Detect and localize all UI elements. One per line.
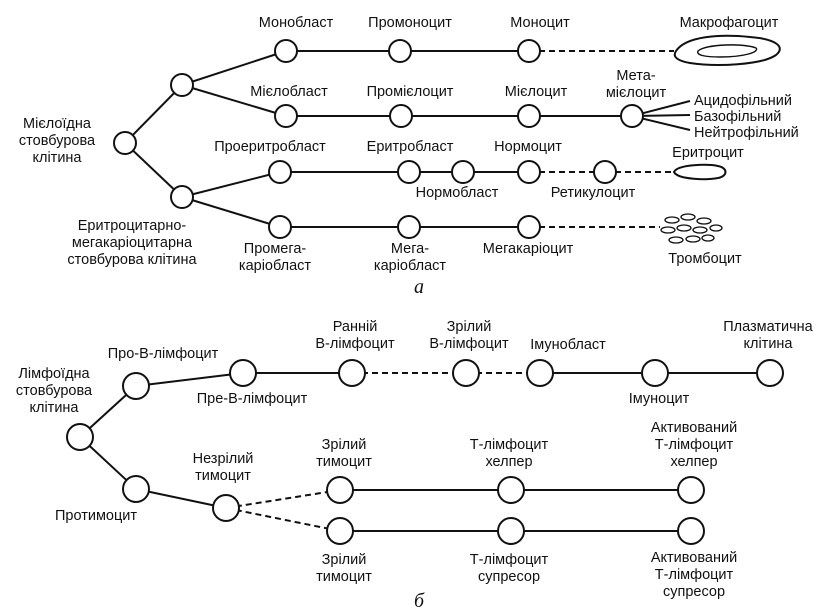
- panel-a-label: а: [414, 276, 424, 298]
- label-erythroblast: Еритробласт: [367, 139, 454, 155]
- label-normoblast: Нормобласт: [416, 185, 499, 201]
- node-myeloblast: [274, 104, 298, 128]
- node-t-helper: [497, 476, 525, 504]
- node-metamyelocyte: [620, 104, 644, 128]
- label-promyelocyte: Промієлоцит: [367, 84, 454, 100]
- label-erythrocyte: Еритроцит: [672, 145, 744, 161]
- node-erythromega-stem: [170, 185, 194, 209]
- erythrocyte-icon: [672, 163, 727, 181]
- thrombocyte-icon: [660, 213, 723, 244]
- macrophage-icon: [673, 34, 781, 66]
- label-promonocyte: Промоноцит: [368, 15, 452, 31]
- edge-immature-to-mature1: [225, 489, 341, 509]
- node-normoblast: [451, 160, 475, 184]
- node-proerythroblast: [268, 160, 292, 184]
- label-myeloblast: Мієлобласт: [250, 84, 328, 100]
- node-immunoblast: [526, 359, 554, 387]
- label-monoblast: Монобласт: [259, 15, 334, 31]
- panel-b-nodes: [66, 359, 784, 545]
- node-promonocyte: [388, 39, 412, 63]
- node-prothymocyte: [122, 475, 150, 503]
- label-neutrophilic: Нейтрофільний: [694, 125, 799, 141]
- node-erythroblast: [397, 160, 421, 184]
- label-immunoblast: Імунобласт: [530, 337, 606, 353]
- edge-immature-to-mature2: [225, 507, 341, 532]
- edge-myeloid-to-erythromega: [124, 142, 183, 198]
- node-lymphoid-stem: [66, 423, 94, 451]
- label-myelocyte: Мієлоцит: [505, 84, 568, 100]
- label-monocyte: Моноцит: [510, 15, 570, 31]
- edge-prob-to-preb: [135, 372, 244, 387]
- node-mature-thymocyte-1: [326, 476, 354, 504]
- label-pre-b: Пре-В-лімфоцит: [197, 391, 308, 407]
- label-macrophage: Макрофагоцит: [680, 15, 779, 31]
- panel-b-label: б: [414, 590, 425, 612]
- node-activated-t-suppressor: [677, 517, 705, 545]
- node-reticulocyte: [593, 160, 617, 184]
- node-myelomono-stem: [170, 73, 194, 97]
- label-reticulocyte: Ретикулоцит: [551, 185, 636, 201]
- edge-erythromega-to-proerythroblast: [181, 171, 281, 198]
- label-normocyte: Нормоцит: [494, 139, 562, 155]
- edge-myelomono-to-monoblast: [181, 50, 287, 86]
- node-promegakaryoblast: [268, 215, 292, 239]
- label-proerythroblast: Проеритробласт: [214, 139, 326, 155]
- label-immunocyte: Імуноцит: [629, 391, 690, 407]
- label-prothymocyte: Протимоцит: [55, 508, 137, 524]
- panel-a-edges: [124, 50, 691, 228]
- edge-myeloid-to-myelomono: [124, 84, 183, 144]
- panel-a-nodes: [113, 39, 644, 239]
- edge-myelomono-to-myeloblast: [181, 84, 287, 117]
- node-megakaryoblast: [397, 215, 421, 239]
- node-pre-b: [229, 359, 257, 387]
- node-pro-b: [122, 372, 150, 400]
- label-megakaryoblast: Мега-каріобласт: [374, 241, 447, 274]
- node-normocyte: [517, 160, 541, 184]
- node-immunocyte: [641, 359, 669, 387]
- label-basophilic: Базофільний: [694, 109, 781, 125]
- label-pro-b: Про-В-лімфоцит: [108, 346, 219, 362]
- node-myelocyte: [517, 104, 541, 128]
- node-t-suppressor: [497, 517, 525, 545]
- node-activated-t-helper: [677, 476, 705, 504]
- node-mature-thymocyte-2: [326, 517, 354, 545]
- node-monocyte: [517, 39, 541, 63]
- node-megakaryocyte: [517, 215, 541, 239]
- label-promegakaryoblast: Промега-каріобласт: [239, 241, 312, 274]
- node-monoblast: [274, 39, 298, 63]
- node-promyelocyte: [389, 104, 413, 128]
- label-metamyelocyte: Мета-мієлоцит: [606, 68, 667, 101]
- label-megakaryocyte: Мегакаріоцит: [483, 241, 574, 257]
- edge-erythromega-to-promegakaryoblast: [181, 196, 281, 228]
- edge-prothymocyte-to-immature: [135, 488, 227, 509]
- node-mature-b: [452, 359, 480, 387]
- label-thrombocyte: Тромбоцит: [668, 251, 742, 267]
- node-plasma-cell: [756, 359, 784, 387]
- node-myeloid-stem: [113, 131, 137, 155]
- node-immature-thymocyte: [212, 494, 240, 522]
- label-acidophilic: Ацидофільний: [694, 93, 792, 109]
- node-early-b: [338, 359, 366, 387]
